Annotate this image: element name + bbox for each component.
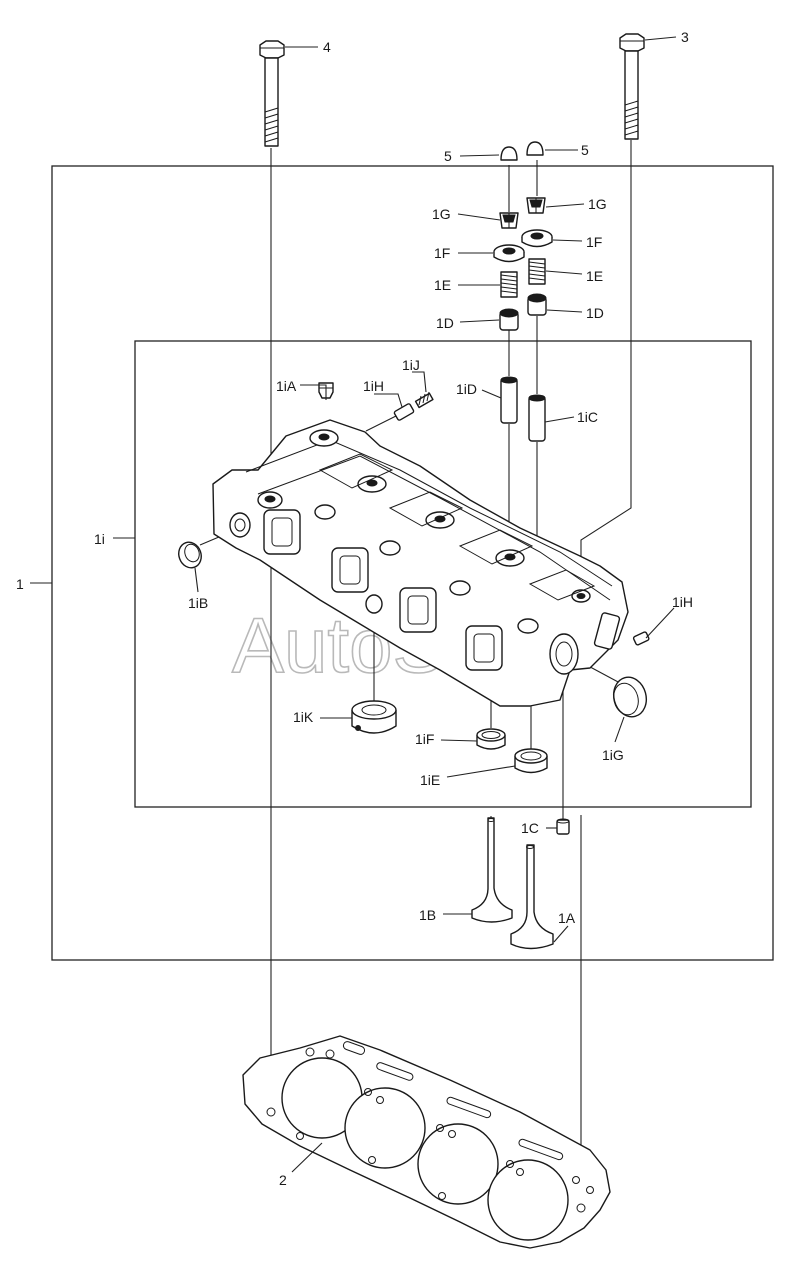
stem-seal-left (499, 308, 519, 331)
valve-seat-1iE (514, 748, 548, 774)
head-bolt-4 (259, 40, 285, 147)
label-1iF: 1iF (415, 731, 434, 747)
valve-1B (471, 817, 513, 923)
leader-lines (30, 36, 677, 1173)
label-1iG: 1iG (602, 747, 624, 763)
plug-1iG (613, 676, 647, 718)
label-3: 3 (681, 29, 689, 45)
valve-seat-1iF (476, 728, 506, 750)
valve-guide-1iD (500, 376, 518, 424)
label-1F-left: 1F (434, 245, 450, 261)
label-1iJ: 1iJ (402, 357, 420, 373)
label-5-right: 5 (581, 142, 589, 158)
spring-retainer-right (521, 229, 553, 248)
label-1iH-right: 1iH (672, 594, 693, 610)
label-1C: 1C (521, 820, 539, 836)
sleeve-1iH-top (393, 403, 415, 421)
label-1G-left: 1G (432, 206, 451, 222)
plug-1iB (178, 541, 202, 569)
valve-1A (510, 844, 554, 950)
label-1iB: 1iB (188, 595, 208, 611)
label-1B: 1B (419, 907, 436, 923)
cylinder-head-1i (212, 419, 629, 707)
head-bolt-3 (619, 33, 645, 140)
valve-cap-right (526, 141, 544, 156)
label-1D-left: 1D (436, 315, 454, 331)
label-1: 1 (16, 576, 24, 592)
label-1i: 1i (94, 531, 105, 547)
subassembly-frame-1i (134, 340, 752, 808)
label-1A: 1A (558, 910, 576, 926)
label-1iC: 1iC (577, 409, 598, 425)
label-4: 4 (323, 39, 331, 55)
sleeve-1iH-right (632, 631, 650, 646)
callout-labels: 4 3 5 5 1G 1G 1F 1F 1E 1E 1D 1D 1iA 1iH … (16, 29, 693, 1188)
label-1iH-top: 1iH (363, 378, 384, 394)
label-1iE: 1iE (420, 772, 440, 788)
valve-guide-1iC (528, 394, 546, 442)
label-1D-right: 1D (586, 305, 604, 321)
insert-1iK (351, 700, 397, 734)
spring-retainer-left (493, 244, 525, 263)
label-5-left: 5 (444, 148, 452, 164)
stem-seal-right (527, 293, 547, 316)
valve-collet-left (499, 212, 519, 229)
label-1iD: 1iD (456, 381, 477, 397)
label-1E-left: 1E (434, 277, 451, 293)
dowel-pin-1C (556, 818, 570, 835)
label-2: 2 (279, 1172, 287, 1188)
label-1iK: 1iK (293, 709, 314, 725)
assembly-frame-1 (51, 165, 774, 961)
valve-spring-right (528, 258, 546, 285)
label-1G-right: 1G (588, 196, 607, 212)
valve-spring-left (500, 271, 518, 298)
stud-1iJ (414, 391, 434, 409)
label-1E-right: 1E (586, 268, 603, 284)
head-gasket-2 (242, 1035, 611, 1249)
valve-cap-left (500, 146, 518, 161)
label-1F-right: 1F (586, 234, 602, 250)
label-1iA: 1iA (276, 378, 297, 394)
valve-collet-right (526, 197, 546, 214)
